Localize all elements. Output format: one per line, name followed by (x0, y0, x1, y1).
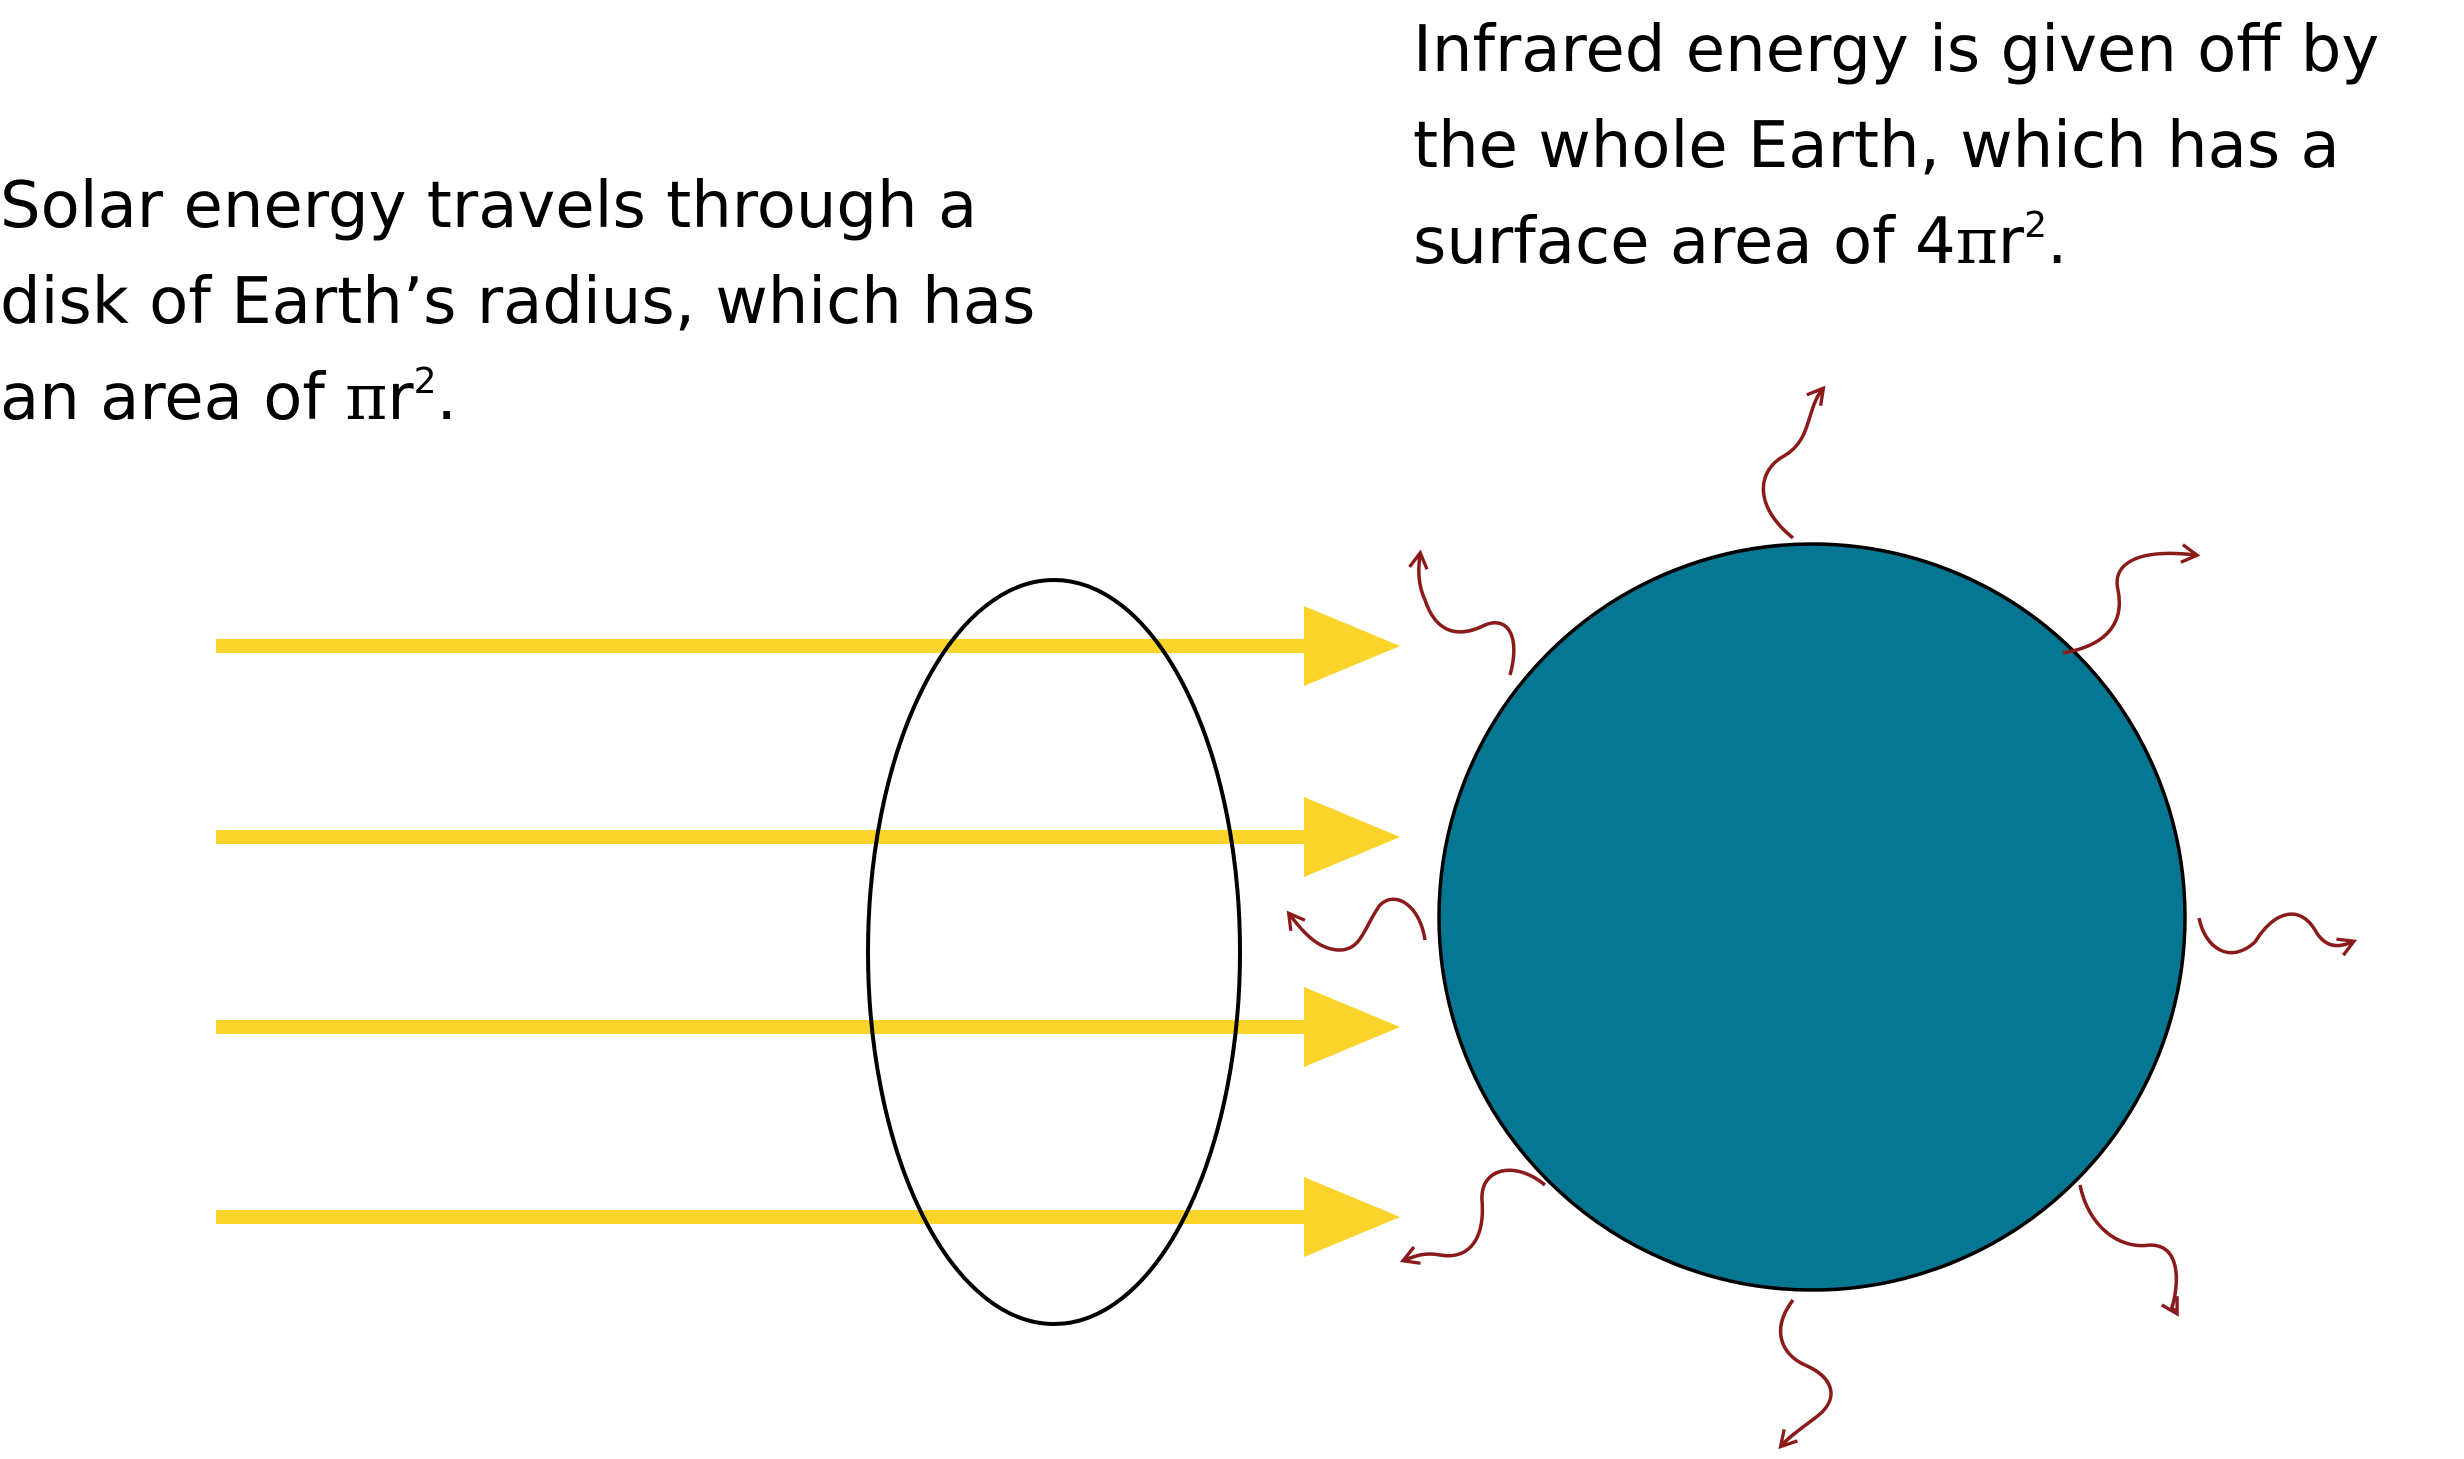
infrared-arrows (1286, 385, 2358, 1450)
pi-symbol: π (1955, 205, 1998, 279)
radius-symbol: r (387, 361, 414, 435)
infrared-arrow (2078, 1184, 2179, 1317)
sunlight-arrow (216, 1177, 1400, 1257)
infrared-arrow (1408, 549, 1516, 676)
solar-caption-line-1: Solar energy travels through a (0, 169, 978, 243)
surface-area-prefix: surface area of 4 (1413, 205, 1956, 279)
period: . (436, 361, 457, 435)
infrared-arrow (1761, 385, 1826, 540)
pi-symbol: π (345, 361, 388, 435)
infrared-arrow (1778, 1298, 1833, 1450)
solar-caption-line-2: disk of Earth’s radius, which has (0, 265, 1036, 339)
cross-section-disk (866, 578, 1242, 1326)
infrared-arrow (1286, 897, 1427, 952)
period: . (2046, 205, 2068, 279)
sunlight-arrows (216, 606, 1400, 1257)
sunlight-arrow (216, 797, 1400, 877)
exponent: 2 (2024, 205, 2047, 246)
sunlight-arrow (216, 606, 1400, 686)
infrared-arrow (2062, 543, 2201, 655)
solar-caption-line-3: an area of πr2. (0, 350, 1035, 446)
solar-energy-caption: Solar energy travels through a disk of E… (0, 158, 1035, 446)
infrared-arrow (2197, 912, 2358, 957)
radius-symbol: r (1997, 205, 2025, 279)
solar-area-prefix: an area of (0, 361, 346, 435)
ir-caption-line-1: Infrared energy is given off by (1413, 13, 2380, 87)
ir-caption-line-2: the whole Earth, which has a (1413, 109, 2340, 183)
sunlight-arrow (216, 987, 1400, 1067)
infrared-energy-caption: Infrared energy is given off by the whol… (1413, 2, 2379, 290)
infrared-arrow (1399, 1168, 1547, 1265)
ir-caption-line-3: surface area of 4πr2. (1413, 194, 2379, 290)
exponent: 2 (413, 361, 437, 402)
earth-sphere (1437, 542, 2187, 1292)
